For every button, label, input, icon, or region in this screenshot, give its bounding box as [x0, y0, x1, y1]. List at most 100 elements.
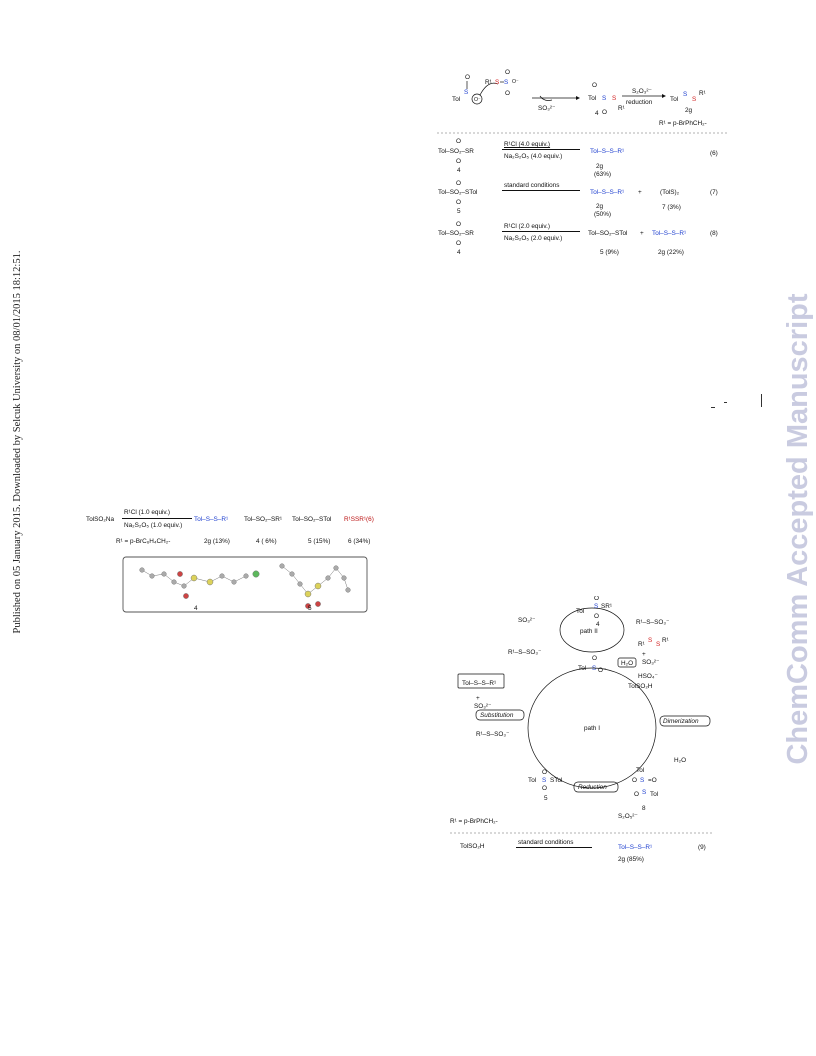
reaction-8-product-b-label: 2g (22%) [658, 249, 684, 256]
svg-text:S: S [692, 96, 696, 103]
svg-text:Tol: Tol [636, 767, 644, 774]
reaction-7-byproduct: (TolS)₂ [660, 189, 680, 196]
scheme-top-reagent: S₂O₃²⁻ [632, 88, 652, 95]
svg-text:Tol: Tol [528, 777, 536, 784]
reaction-7-byproduct-label: 7 (3%) [662, 204, 681, 211]
reaction-7: O Tol–SO₂–STol O 5 standard conditions T… [438, 180, 718, 218]
svg-text:S: S [594, 603, 598, 610]
mech-reduction: Reduction [578, 784, 607, 791]
mech-r1-def: R¹ = p-BrPhCH₂- [450, 818, 498, 825]
svg-text:O: O [542, 769, 547, 776]
reaction-6-cond-bottom: Na₂S₂O₅ (4.0 equiv.) [504, 153, 563, 160]
divider-top [437, 132, 727, 134]
scheme-left-product-3: Tol–SO₂–STol [292, 516, 332, 523]
mech-boxed-product: Tol–S–S–R¹ [462, 680, 496, 687]
svg-text:=O: =O [648, 777, 657, 784]
artifact-mark [711, 407, 715, 408]
reaction-7-eq: (7) [710, 189, 718, 196]
scheme-top-r1-def: R¹ = p-BrPhCH₂- [659, 120, 707, 127]
reaction-7-product-label: 2g [596, 203, 604, 210]
svg-text:S: S [612, 95, 616, 102]
reaction-8-plus: + [640, 230, 644, 237]
mech-s2o5: S₂O₅²⁻ [618, 813, 638, 820]
svg-text:S: S [542, 777, 546, 784]
svg-text:O: O [634, 791, 639, 798]
svg-text:O⁻: O⁻ [598, 667, 606, 674]
scheme-left-product-4: R¹SSR¹(6) [344, 516, 374, 523]
scheme-left-cond-top: R¹Cl (1.0 equiv.) [124, 509, 171, 516]
crystal-structure-5 [279, 563, 351, 609]
mech-bunte-left: R¹–S–SO₃⁻ [508, 649, 541, 656]
svg-text:O: O [632, 777, 637, 784]
crystal-label-5: 5 [308, 605, 312, 612]
mech-tolso2h: TolSO₂H [628, 683, 653, 690]
svg-text:SR¹: SR¹ [601, 603, 612, 610]
crystal-structure-box: 4 5 [122, 556, 368, 613]
reaction-7-cond-top: standard conditions [504, 182, 560, 189]
reaction-7-reactant-label: 5 [457, 208, 461, 215]
svg-text:O: O [592, 655, 597, 662]
svg-text:+: + [642, 651, 646, 658]
reaction-8-cond-bottom: Na₂S₂O₅ (2.0 equiv.) [504, 235, 563, 242]
mech-compound-4: 4 [596, 621, 600, 628]
reaction-6-cond-top: R¹Cl (4.0 equiv.) [504, 141, 551, 148]
svg-text:S: S [504, 79, 508, 86]
scheme-left: TolSO₂Na R¹Cl (1.0 equiv.) Na₂S₂O₅ (1.0 … [86, 508, 386, 548]
svg-text:O: O [594, 596, 599, 602]
reaction-7-yield: (50%) [594, 211, 612, 218]
scheme-left-product-1-label: 2g (13%) [204, 538, 230, 545]
mech-substitution: Substitution [480, 712, 514, 719]
reaction-9-conditions: standard conditions [518, 839, 574, 846]
scheme-top-r1: R¹ [485, 79, 492, 86]
reaction-8: O Tol–SO₂–SR O 4 R¹Cl (2.0 equiv.) Na₂S₂… [438, 221, 718, 256]
svg-text:S: S [602, 95, 606, 102]
svg-text:S: S [642, 789, 646, 796]
mech-hso4: HSO₄⁻ [638, 673, 658, 680]
artifact-bar [761, 394, 762, 407]
reaction-9: TolSO₂H standard conditions Tol–S–S–R¹ 2… [460, 838, 720, 868]
reaction-9-product-label: 2g (85%) [618, 856, 644, 863]
mech-h2o: H₂O [674, 757, 686, 764]
reaction-9-eq: (9) [698, 844, 706, 851]
mechanism-scheme: path II Tol S SR¹ O O 4 SO₃²⁻ R¹–S–SO₃⁻ … [457, 596, 711, 820]
reaction-6-reactant: Tol–SO₂–SR [438, 148, 474, 155]
svg-text:O: O [505, 69, 510, 76]
svg-text:STol: STol [550, 777, 562, 784]
svg-text:O: O [602, 109, 607, 116]
mech-h2o-box: H₂O [621, 660, 633, 667]
reaction-6-eq: (6) [710, 150, 718, 157]
scheme-top-tol: Tol [452, 96, 460, 103]
reaction-8-product-a: Tol–SO₂–STol [588, 230, 628, 237]
scheme-left-r1-def: R¹ = p-BrC₆H₄CH₂- [116, 538, 171, 545]
scheme-left-reactant: TolSO₂Na [86, 516, 115, 523]
reaction-6-product-label: 2g [596, 163, 604, 170]
reaction-6: O Tol–SO₂–SR O 4 R¹Cl (4.0 equiv.) Na₂S₂… [438, 138, 718, 178]
mech-dimerization: Dimerization [663, 718, 699, 725]
svg-text:O⁻: O⁻ [474, 97, 481, 103]
reaction-6-reactant-label: 4 [457, 167, 461, 174]
svg-text:Tol: Tol [670, 96, 678, 103]
accepted-manuscript-watermark: ChemComm Accepted Manuscript [782, 293, 814, 765]
scheme-left-product-2-label: 4 ( 6%) [256, 538, 277, 545]
scheme-top-compound-4: 4 [595, 110, 599, 117]
svg-text:S: S [592, 665, 596, 672]
scheme-top-condition: reduction [626, 99, 653, 106]
reaction-8-product-a-label: 5 (9%) [600, 249, 619, 256]
reaction-7-plus: + [638, 189, 642, 196]
divider-bottom [450, 832, 714, 834]
crystal-label-4: 4 [194, 605, 198, 612]
mech-compound-8: 8 [642, 805, 646, 812]
svg-text:S: S [464, 89, 468, 96]
svg-text:S: S [640, 777, 644, 784]
svg-text:O: O [594, 613, 599, 620]
svg-text:O: O [592, 82, 597, 89]
scheme-left-cond-bottom: Na₂S₂O₅ (1.0 equiv.) [124, 522, 183, 529]
reaction-8-cond-top: R¹Cl (2.0 equiv.) [504, 223, 551, 230]
mech-bunte-right: R¹–S–SO₃⁻ [636, 619, 669, 626]
reaction-7-reactant: Tol–SO₂–STol [438, 189, 478, 196]
svg-text:Tol: Tol [576, 608, 584, 615]
svg-text:O⁻: O⁻ [512, 79, 519, 85]
reaction-8-product-b: Tol–S–S–R¹ [652, 230, 687, 237]
crystal-structure-4 [139, 567, 260, 599]
mech-path-ii: path II [580, 628, 598, 635]
